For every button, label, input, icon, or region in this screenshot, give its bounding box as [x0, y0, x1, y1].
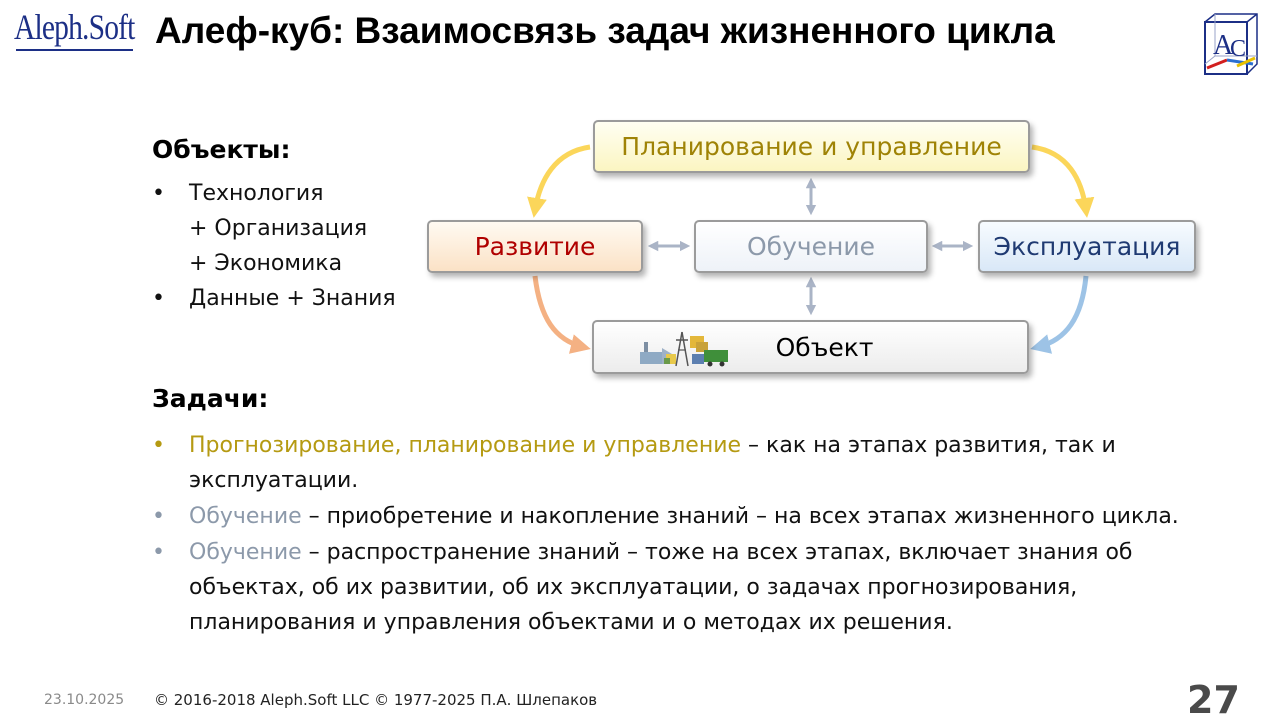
page-number: 27: [1187, 678, 1240, 722]
industrial-objects-icon: [640, 331, 728, 367]
svg-text:C: C: [1230, 36, 1246, 62]
list-item: • Обучение – приобретение и накопление зн…: [152, 499, 1192, 534]
task-accent: Обучение: [189, 504, 302, 529]
logo-underline: [16, 49, 133, 51]
arrow-plan-to-development: [527, 144, 591, 218]
list-item: • Прогнозирование, планирование и управле…: [152, 428, 1192, 498]
bullet: •: [152, 504, 165, 529]
slide-title: Алеф-куб: Взаимосвязь задач жизненного ц…: [155, 10, 1055, 51]
box-development: Развитие: [427, 220, 643, 273]
box-planning: Планирование и управление: [593, 120, 1030, 173]
bullet: •: [152, 433, 165, 458]
objects-item-text: Технология: [189, 181, 324, 206]
box-object-label: Объект: [775, 332, 874, 362]
bullet: •: [152, 286, 165, 311]
objects-item-text: + Организация: [189, 216, 368, 241]
box-learning: Обучение: [694, 220, 928, 273]
tasks-list: • Прогнозирование, планирование и управле…: [152, 428, 1192, 641]
arrow-development-to-object: [532, 275, 591, 354]
arrow-exploitation-to-object: [1030, 275, 1089, 354]
box-exploitation: Эксплуатация: [978, 220, 1196, 273]
list-item: + Экономика: [152, 246, 396, 281]
svg-text:A: A: [1213, 30, 1234, 61]
list-item: + Организация: [152, 211, 396, 246]
objects-item-text: + Экономика: [189, 251, 343, 276]
list-item: • Технология: [152, 176, 396, 211]
task-text: – распространение знаний – тоже на всех …: [189, 540, 1133, 635]
tasks-heading: Задачи:: [152, 384, 269, 413]
aleph-cube-logo-icon: A C: [1204, 13, 1258, 75]
objects-list: • Технология + Организация + Экономика • Д…: [152, 176, 396, 316]
task-text: – приобретение и накопление знаний – на …: [301, 504, 1179, 529]
bullet: •: [152, 181, 165, 206]
box-object: Объект: [592, 320, 1029, 374]
objects-item-text: Данные + Знания: [189, 286, 396, 311]
task-text: – как на этапах развития, так и эксплуат…: [189, 433, 1116, 493]
footer-copyright: © 2016-2018 Aleph.Soft LLC © 1977-2025 П…: [154, 691, 598, 709]
bullet: •: [152, 540, 165, 565]
aleph-soft-logo: Aleph.Soft: [14, 7, 135, 47]
list-item: • Обучение – распространение знаний – тож…: [152, 535, 1192, 640]
task-accent: Прогнозирование, планирование и управлен…: [189, 433, 742, 458]
objects-heading: Объекты:: [152, 135, 291, 164]
arrow-plan-to-exploitation: [1031, 144, 1095, 218]
list-item: • Данные + Знания: [152, 281, 396, 316]
footer-date: 23.10.2025: [44, 692, 125, 708]
task-accent: Обучение: [189, 540, 302, 565]
